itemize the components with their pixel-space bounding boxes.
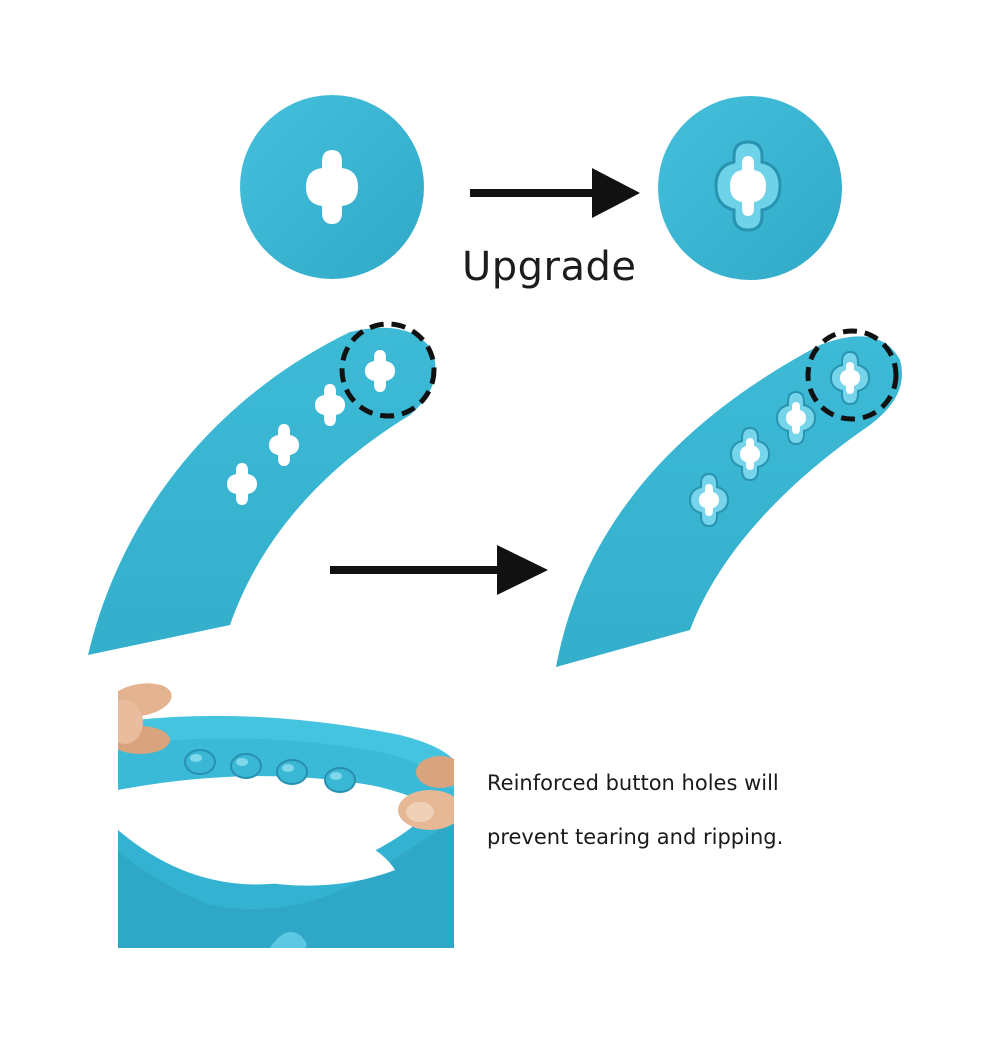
highlight-circle-new xyxy=(805,328,899,422)
upgrade-label: Upgrade xyxy=(462,244,637,290)
right-hand xyxy=(398,756,454,830)
bib-logo xyxy=(270,931,307,948)
caption: Reinforced button holes will prevent tea… xyxy=(487,756,907,864)
upgrade-arrow xyxy=(470,168,640,218)
reinforced-strap-holes xyxy=(688,350,871,528)
highlight-circle-old xyxy=(339,321,437,419)
old-strap-holes xyxy=(227,350,395,505)
bib-buttons xyxy=(184,749,356,793)
left-hand xyxy=(118,683,172,754)
bib-photo xyxy=(118,683,454,948)
old-button-disc xyxy=(240,95,424,279)
reinforced-keyhole-slot xyxy=(730,156,766,216)
old-strap xyxy=(88,321,437,655)
old-keyhole-slot xyxy=(306,150,358,224)
reinforced-strap xyxy=(556,328,902,667)
caption-line-2: prevent tearing and ripping. xyxy=(487,825,784,849)
comparison-arrow xyxy=(330,545,548,595)
caption-line-1: Reinforced button holes will xyxy=(487,771,779,795)
reinforced-button-disc xyxy=(658,96,842,280)
